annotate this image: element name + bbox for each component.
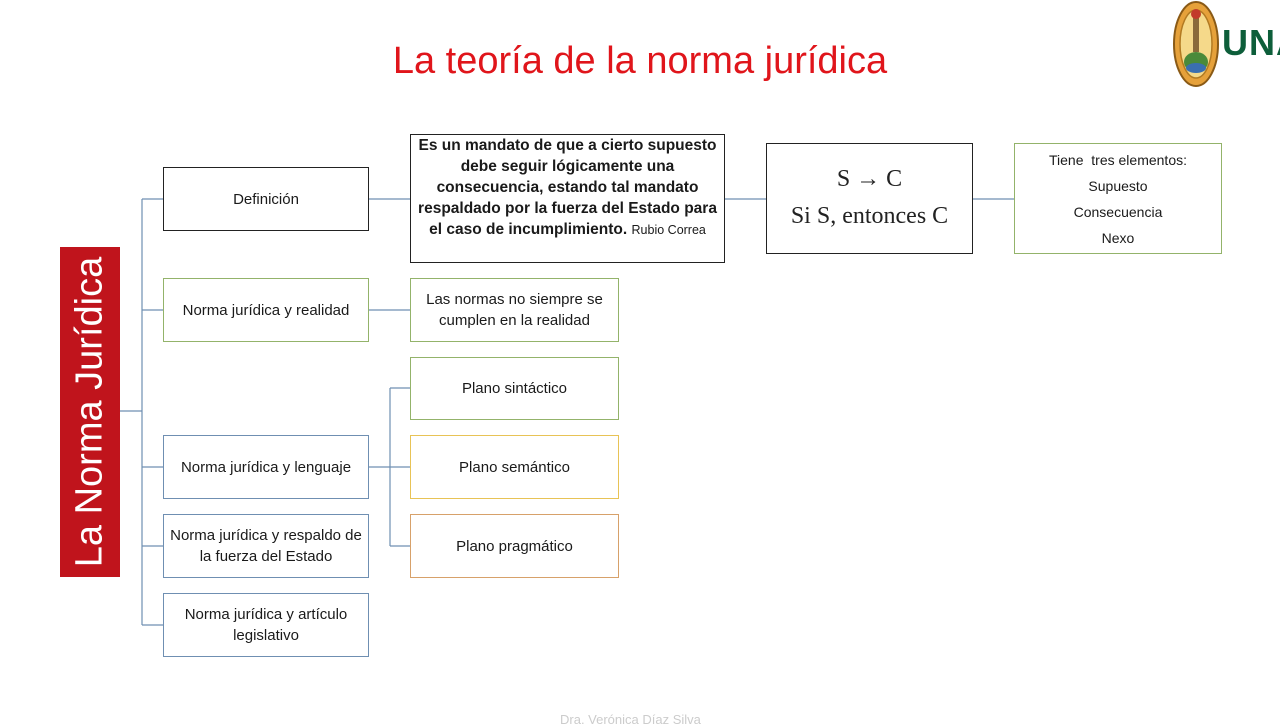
realidad-note: Las normas no siempre se cumplen en la r… xyxy=(426,291,603,329)
logo-text: UNA xyxy=(1222,22,1280,63)
element-item: Consecuencia xyxy=(1073,203,1163,220)
formula-verbal: Si S, entonces C xyxy=(790,202,949,229)
plano-semantico-box: Plano semántico xyxy=(410,435,619,499)
definition-source: Rubio Correa xyxy=(631,223,706,237)
page-title: La teoría de la norma jurídica xyxy=(392,40,888,82)
plano-sintactico-box: Plano sintáctico xyxy=(410,357,619,420)
plano-pragmatico-box: Plano pragmático xyxy=(410,514,619,578)
branch-lenguaje-label: Norma jurídica y lenguaje xyxy=(180,458,352,476)
branch-articulo: Norma jurídica y artículo legislativo xyxy=(163,593,369,657)
branch-realidad: Norma jurídica y realidad xyxy=(163,278,369,342)
element-item: Supuesto xyxy=(1088,177,1148,194)
definition-text: Es un mandato de que a cierto supuesto d… xyxy=(418,137,717,238)
formula-symbolic: S → C xyxy=(836,165,903,192)
university-seal-logo xyxy=(1172,0,1220,88)
plano-sintactico: Plano sintáctico xyxy=(461,380,568,397)
branch-definicion-label: Definición xyxy=(233,190,299,208)
realidad-note-box: Las normas no siempre se cumplen en la r… xyxy=(410,278,619,342)
branch-respaldo: Norma jurídica y respaldo de la fuerza d… xyxy=(163,514,369,578)
main-label: La Norma Jurídica xyxy=(68,256,111,568)
branch-lenguaje: Norma jurídica y lenguaje xyxy=(163,435,369,499)
plano-semantico: Plano semántico xyxy=(459,458,570,476)
element-item: Nexo xyxy=(1101,229,1135,246)
plano-pragmatico: Plano pragmático xyxy=(456,537,573,555)
definition-box: Es un mandato de que a cierto supuesto d… xyxy=(410,134,725,263)
branch-realidad-label: Norma jurídica y realidad xyxy=(182,301,350,319)
elements-heading: Tiene tres elementos: xyxy=(1049,151,1187,168)
branch-definicion: Definición xyxy=(163,167,369,231)
branch-articulo-label: Norma jurídica y artículo legislativo xyxy=(184,606,348,644)
elements-box: Tiene tres elementos: Supuesto Consecuen… xyxy=(1014,143,1222,254)
main-label-box: La Norma Jurídica xyxy=(60,247,120,577)
branch-respaldo-label: Norma jurídica y respaldo de la fuerza d… xyxy=(170,527,362,565)
formula-box: S → C Si S, entonces C xyxy=(766,143,973,254)
